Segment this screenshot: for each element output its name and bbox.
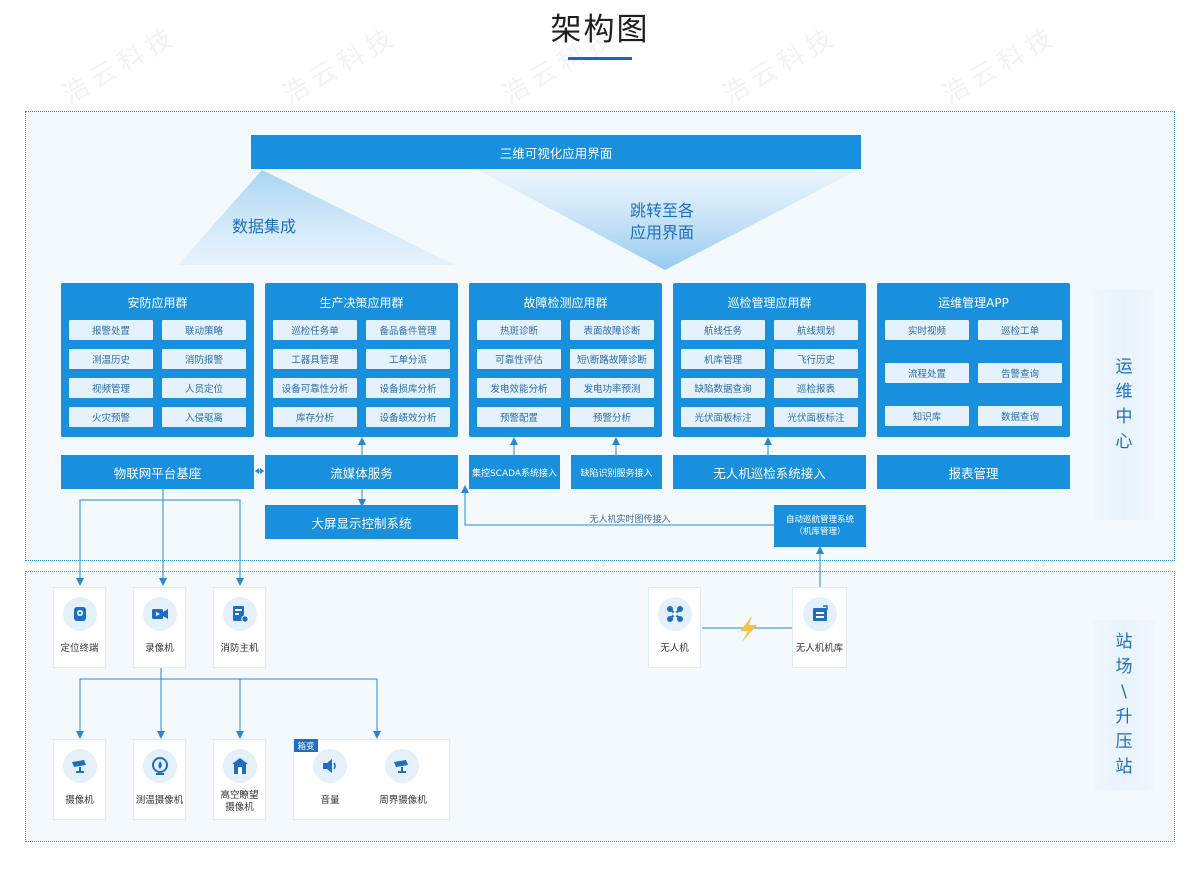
app-group-title: 运维管理APP [938,296,1009,310]
data-integration-label: 数据集成 [231,217,296,236]
app-item[interactable]: 工器具管理 [273,349,357,369]
app-item[interactable]: 预警分析 [570,407,654,427]
app-item[interactable]: 巡检任务单 [273,320,357,340]
app-item[interactable]: 设备损库分析 [366,378,450,398]
app-item[interactable]: 可靠性评估 [477,349,561,369]
app-group-4: 运维管理APP 实时视频巡检工单流程处置告警查询知识库数据查询 [877,283,1070,437]
3d-visualization-ui-bar[interactable]: 三维可视化应用界面 [251,135,861,169]
hangar-icon [803,597,837,631]
device-card-recorder[interactable]: 录像机 [133,587,186,668]
streaming-media-bar[interactable]: 流媒体服务 [265,455,458,489]
device-card-locator[interactable]: 定位终端 [53,587,106,668]
app-group-1: 生产决策应用群巡检任务单备品备件管理工器具管理工单分派设备可靠性分析设备损库分析… [265,283,458,437]
app-item[interactable]: 热斑诊断 [477,320,561,340]
app-item[interactable]: 实时视频 [885,320,969,340]
speaker-label: 音量 [320,795,340,806]
app-item[interactable]: 发电效能分析 [477,378,561,398]
watchtower-icon [223,749,257,783]
app-item[interactable]: 告警查询 [978,363,1062,383]
app-group-title: 故障检测应用群 [523,296,608,310]
defect-recognition-bar[interactable]: 缺陷识别服务接入 [571,455,662,489]
drone-icon [658,597,692,631]
uav-inspection-access-bar[interactable]: 无人机巡检系统接入 [673,455,866,489]
app-item[interactable]: 光伏面板标注 [774,407,858,427]
app-group-2: 故障检测应用群热斑诊断表面故障诊断可靠性评估短\断路故障诊断发电效能分析发电功率… [469,283,662,437]
app-item[interactable]: 消防报警 [162,349,246,369]
device-card-uav[interactable]: 无人机 [648,587,701,668]
app-item[interactable]: 备品备件管理 [366,320,450,340]
app-item[interactable]: 机库管理 [681,349,765,369]
app-item[interactable]: 航线规划 [774,320,858,340]
app-item[interactable]: 设备可靠性分析 [273,378,357,398]
app-item[interactable]: 数据查询 [978,406,1062,426]
app-item[interactable]: 库存分析 [273,407,357,427]
app-item[interactable]: 发电功率预测 [570,378,654,398]
thermal-camera-icon [143,749,177,783]
jump-to-app-label: 跳转至各应用界面 [629,201,694,242]
uav-stream-label: 无人机实时图传接入 [589,515,671,525]
page-title: 架构图 [550,12,650,48]
app-item[interactable]: 流程处置 [885,363,969,383]
app-item[interactable]: 入侵驱离 [162,407,246,427]
report-management-bar[interactable]: 报表管理 [877,455,1070,489]
side-label-operations-center: 运维中心 [1093,290,1155,520]
device-card-highpoint-camera[interactable]: 高空瞭望摄像机 [213,739,266,820]
app-item[interactable]: 联动策略 [162,320,246,340]
scada-access-bar[interactable]: 集控SCADA系统接入 [469,455,560,489]
iot-platform-bar[interactable]: 物联网平台基座 [61,455,254,489]
device-card-uav-hangar[interactable]: 无人机机库 [792,587,847,668]
speaker-icon [313,749,347,783]
device-card-fire-host[interactable]: 消防主机 [213,587,266,668]
app-group-title: 生产决策应用群 [319,296,404,310]
lightning-icon [740,616,757,642]
auto-inspection-system-bar[interactable]: 自动巡航管理系统（机库管理） [774,505,866,547]
app-group-3: 巡检管理应用群航线任务航线规划机库管理飞行历史缺陷数据查询巡检报表光伏面板标注光… [673,283,866,437]
device-card-thermal-camera[interactable]: 测温摄像机 [133,739,186,820]
data-integration-triangle [178,170,455,265]
perimeter-camera-icon [385,749,419,783]
app-item[interactable]: 巡检报表 [774,378,858,398]
app-item[interactable]: 预警配置 [477,407,561,427]
device-card-camera[interactable]: 摄像机 [53,739,106,820]
big-screen-control-bar[interactable]: 大屏显示控制系统 [265,505,458,539]
app-item[interactable]: 短\断路故障诊断 [570,349,654,369]
app-item[interactable]: 测温历史 [69,349,153,369]
app-item[interactable]: 火灾预警 [69,407,153,427]
app-item[interactable]: 设备绩效分析 [366,407,450,427]
video-recorder-icon [143,597,177,631]
app-item[interactable]: 缺陷数据查询 [681,378,765,398]
box-substation-group[interactable]: 箱变 音量 周界摄像机 [293,739,450,820]
locator-icon [63,597,97,631]
app-item[interactable]: 表面故障诊断 [570,320,654,340]
app-item[interactable]: 视频管理 [69,378,153,398]
app-item[interactable]: 光伏面板标注 [681,407,765,427]
box-substation-tag: 箱变 [294,739,318,752]
app-group-0: 安防应用群报警处置联动策略测温历史消防报警视频管理人员定位火灾预警入侵驱离 [61,283,254,437]
app-group-title: 安防应用群 [127,296,188,310]
app-item[interactable]: 工单分派 [366,349,450,369]
app-item[interactable]: 知识库 [885,406,969,426]
app-item[interactable]: 航线任务 [681,320,765,340]
camera-icon [63,749,97,783]
app-item[interactable]: 人员定位 [162,378,246,398]
perimeter-camera-label: 周界摄像机 [379,795,427,806]
title-underline [568,57,632,60]
app-group-title: 巡检管理应用群 [727,296,812,310]
app-item[interactable]: 报警处置 [69,320,153,340]
fire-host-icon [223,597,257,631]
side-label-station: 站场\升压站 [1093,620,1155,790]
app-item[interactable]: 飞行历史 [774,349,858,369]
jump-triangle [478,170,858,270]
app-item[interactable]: 巡检工单 [978,320,1062,340]
